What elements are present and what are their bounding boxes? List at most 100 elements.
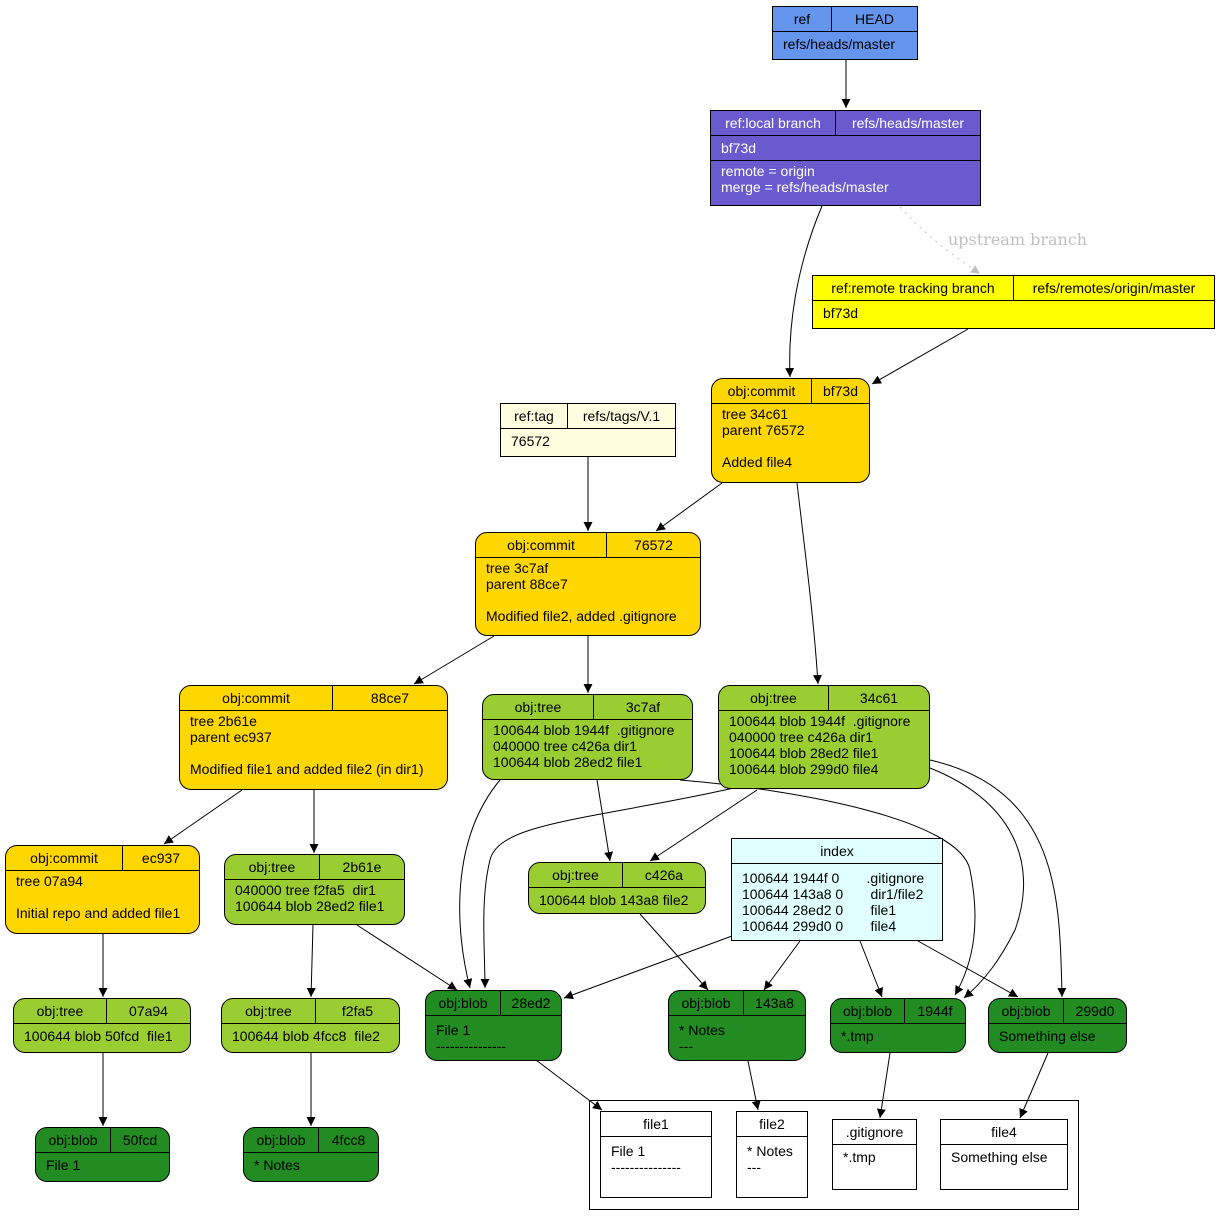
tree-id: 34c61 [828,686,929,710]
tree-node[interactable]: obj:tree 34c61 100644 blob 1944f .gitigno… [718,685,930,789]
edge-index-143a8 [763,940,801,991]
tree-body: 100644 blob 1944f .gitignore 040000 tree… [729,713,911,777]
tree-id: c426a [622,863,705,887]
local-branch-type: ref:local branch [725,115,821,131]
file-node[interactable]: file2 * Notes --- [736,1111,808,1198]
edge-299d0-file4 [1019,1052,1049,1119]
file-node[interactable]: .gitignore *.tmp [832,1119,917,1190]
blob-type: obj:blob [438,995,488,1011]
blob-body: *.tmp [841,1028,874,1044]
tree-type: obj:tree [245,1003,292,1019]
blob-id: 299d0 [1063,999,1126,1023]
edge-bf73d-76572 [655,482,723,532]
tree-type: obj:tree [750,690,797,706]
local-branch-config: remote = origin merge = refs/heads/maste… [711,160,980,197]
blob-type: obj:blob [48,1132,98,1148]
tree-type: obj:tree [552,867,599,883]
blob-body: File 1 --------------- [436,1022,506,1054]
tree-node[interactable]: obj:tree f2fa5 100644 blob 4fcc8 file2 [221,998,400,1053]
commit-type: obj:commit [507,537,575,553]
blob-id: 1944f [904,999,965,1023]
edge-index-299d0 [917,940,1019,998]
tree-body: 040000 tree f2fa5 dir1 100644 blob 28ed2… [235,882,385,914]
edge-34c61-c426a [649,789,758,862]
file-body: File 1 --------------- [611,1143,681,1175]
commit-type: obj:commit [30,850,98,866]
blob-type: obj:blob [842,1003,893,1019]
file-name: file2 [759,1116,785,1132]
tree-node[interactable]: obj:tree 07a94 100644 blob 50fcd file1 [13,998,191,1053]
blob-node[interactable]: obj:blob 4fcc8 * Notes [243,1127,379,1182]
edge-3c7af-c426a [596,779,614,862]
tree-body: 100644 blob 4fcc8 file2 [232,1028,380,1044]
blob-type: obj:blob [256,1132,306,1148]
index-body: 100644 1944f 0 .gitignore 100644 143a8 0… [742,870,925,934]
index-node[interactable]: index 100644 1944f 0 .gitignore 100644 1… [731,838,943,941]
edge-index-1944f [859,940,883,998]
edge-remote-commit-bf73d [871,328,969,385]
commit-body: tree 07a94 Initial repo and added file1 [16,873,181,921]
commit-body: tree 2b61e parent ec937 Modified file1 a… [190,713,424,777]
commit-id: 88ce7 [332,686,447,710]
tree-type: obj:tree [36,1003,84,1019]
blob-node[interactable]: obj:blob 1944f *.tmp [830,998,966,1053]
tree-type: obj:tree [514,699,562,715]
edge-28ed2-file1 [535,1059,603,1111]
head-ref-type: ref [793,11,811,27]
edge-2b61e-f2fa5 [306,924,316,998]
commit-node[interactable]: obj:commit ec937 tree 07a94 Initial repo … [5,845,200,934]
blob-type: obj:blob [681,995,731,1011]
file-body: Something else [951,1149,1048,1165]
tree-body: 100644 blob 50fcd file1 [24,1028,173,1044]
blob-id: 50fcd [110,1128,169,1152]
blob-id: 143a8 [743,991,805,1015]
blob-node[interactable]: obj:blob 50fcd File 1 [35,1127,170,1182]
tree-id: 3c7af [593,695,692,719]
blob-id: 4fcc8 [318,1128,378,1152]
blob-body: File 1 [46,1157,81,1173]
tree-type: obj:tree [248,859,296,875]
remote-branch-name: refs/remotes/origin/master [1013,276,1214,300]
edge-3c7af-28ed2 [459,779,501,989]
tag-ref-type: ref:tag [514,408,554,424]
blob-type: obj:blob [1001,1003,1051,1019]
head-ref-name: HEAD [831,7,917,31]
remote-branch-commit: bf73d [823,305,859,321]
tree-node[interactable]: obj:tree c426a 100644 blob 143a8 file2 [528,862,706,914]
file-node[interactable]: file4 Something else [940,1119,1068,1190]
commit-body: tree 34c61 parent 76572 Added file4 [722,406,805,470]
tag-ref-name: refs/tags/V.1 [567,404,675,428]
file-name: .gitignore [845,1124,904,1140]
edge-3c7af-1944f [679,779,976,996]
edge-1944f-gitignore [876,1052,891,1119]
commit-type: obj:commit [727,383,796,399]
local-branch-commit: bf73d [721,140,757,156]
edge-2b61e-28ed2 [356,924,458,991]
commit-id: ec937 [122,846,199,870]
file-name: file1 [643,1116,669,1132]
local-branch-name: refs/heads/master [835,111,980,135]
edge-143a8-file2 [747,1060,761,1111]
tree-id: f2fa5 [315,999,399,1023]
blob-body: * Notes [254,1157,300,1173]
edge-34c61-28ed2 [480,781,761,989]
file-body: * Notes --- [747,1143,793,1175]
tree-body: 100644 blob 143a8 file2 [539,892,689,908]
file-node[interactable]: file1 File 1 --------------- [600,1111,712,1198]
edge-index-28ed2 [563,935,733,1000]
tree-id: 07a94 [106,999,190,1023]
file-body: *.tmp [843,1149,876,1165]
